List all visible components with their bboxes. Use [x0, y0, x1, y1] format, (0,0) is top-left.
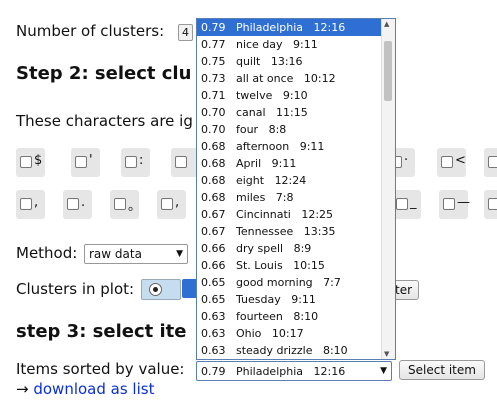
dropdown-item[interactable]: 0.67 Cincinnati 12:25 [201, 208, 334, 221]
char-checkbox[interactable]: , [16, 190, 45, 219]
dropdown-item[interactable]: 0.71 twelve 9:10 [201, 89, 308, 102]
dropdown-item[interactable]: 0.65 Tuesday 9:11 [201, 293, 316, 306]
radio-icon [149, 283, 162, 296]
char-checkbox[interactable]: 。 [110, 190, 142, 219]
dropdown-item[interactable]: 0.66 dry spell 8:9 [201, 242, 312, 255]
items-select[interactable]: 0.79 Philadelphia 12:16 ▼ [196, 361, 392, 381]
dropdown-item[interactable]: 0.75 quilt 13:16 [201, 55, 303, 68]
char-label: · [404, 153, 409, 168]
method-select[interactable]: raw data ▼ [84, 244, 188, 264]
char-label: : [139, 153, 144, 168]
char-checkbox[interactable]: _ [392, 190, 421, 219]
clusters-select[interactable]: 4 [178, 24, 193, 41]
arrow-right-icon: → [16, 380, 29, 398]
chevron-down-icon: ▼ [380, 366, 387, 376]
chevron-down-icon: ▼ [176, 249, 183, 259]
char-label: . [81, 195, 86, 210]
step3-heading: step 3: select ite [16, 321, 187, 342]
char-checkbox[interactable]: $ [16, 148, 45, 177]
dropdown-rows: 0.79 Philadelphia 12:16 0.77 nice day 9:1… [197, 19, 395, 359]
dropdown-item[interactable]: 0.70 canal 11:15 [201, 106, 308, 119]
char-label: , [34, 195, 39, 210]
char-checkbox[interactable]: ' [71, 148, 100, 177]
char-label: , [175, 195, 180, 210]
dropdown-item[interactable]: 0.63 Ohio 10:17 [201, 327, 304, 340]
dropdown-item[interactable]: 0.65 good morning 7:7 [201, 276, 341, 289]
dropdown-item[interactable]: 0.66 St. Louis 10:15 [201, 259, 325, 272]
dropdown-item[interactable]: 0.77 nice day 9:11 [201, 38, 318, 51]
dropdown-item[interactable]: 0.68 miles 7:8 [201, 191, 294, 204]
char-checkbox[interactable]: — [439, 190, 470, 219]
dropdown-item[interactable]: 0.79 Philadelphia 12:16 [197, 19, 395, 36]
char-checkbox[interactable]: : [121, 148, 150, 177]
dropdown-item[interactable]: 0.68 eight 12:24 [201, 174, 307, 187]
dropdown-scrollbar[interactable]: ▲ ▼ [381, 19, 395, 359]
char-label: 。 [128, 199, 142, 214]
dropdown-item[interactable]: 0.73 all at once 10:12 [201, 72, 336, 85]
dropdown-item[interactable]: 0.67 Tennessee 13:35 [201, 225, 336, 238]
clusters-in-plot-label: Clusters in plot: [16, 280, 135, 298]
char-label: ' [89, 153, 93, 168]
dropdown-item[interactable]: 0.63 steady drizzle 8:10 [201, 344, 348, 357]
cluster-toggle[interactable] [141, 279, 181, 300]
dropdown-item[interactable]: 0.68 April 9:11 [201, 157, 297, 170]
items-select-value: 0.79 Philadelphia 12:16 [201, 364, 346, 378]
select-item-button[interactable]: Select item [399, 360, 485, 380]
char-checkbox[interactable]: < [437, 148, 466, 177]
scroll-down-icon[interactable]: ▼ [384, 350, 390, 358]
method-label: Method: [16, 244, 78, 262]
items-dropdown-list[interactable]: 0.79 Philadelphia 12:16 0.77 nice day 9:1… [196, 18, 396, 360]
dropdown-item[interactable]: 0.63 fourteen 8:10 [201, 310, 319, 323]
scroll-up-icon[interactable]: ▲ [384, 20, 390, 28]
char-label: < [455, 153, 466, 168]
char-checkbox[interactable] [484, 148, 497, 177]
download-row: → download as list [16, 380, 154, 398]
cluster-toggle-selected[interactable] [182, 279, 196, 298]
scrollbar-thumb[interactable] [384, 41, 392, 101]
char-label: $ [34, 153, 43, 168]
step2-heading: Step 2: select clu [16, 63, 192, 84]
char-label: — [457, 195, 470, 210]
clusters-label: Number of clusters: [16, 22, 165, 40]
download-as-list-link[interactable]: download as list [33, 380, 155, 398]
char-label: _ [410, 195, 417, 210]
method-value: raw data [89, 247, 142, 261]
items-sorted-label: Items sorted by value: [16, 360, 185, 378]
char-checkbox[interactable]: . [63, 190, 92, 219]
char-checkbox[interactable] [484, 190, 497, 219]
dropdown-item[interactable]: 0.70 four 8:8 [201, 123, 287, 136]
char-checkbox[interactable] [171, 148, 200, 177]
char-checkbox[interactable]: , [157, 190, 186, 219]
dropdown-item[interactable]: 0.68 afternoon 9:11 [201, 140, 325, 153]
ignore-characters-text: These characters are ig [16, 112, 193, 130]
